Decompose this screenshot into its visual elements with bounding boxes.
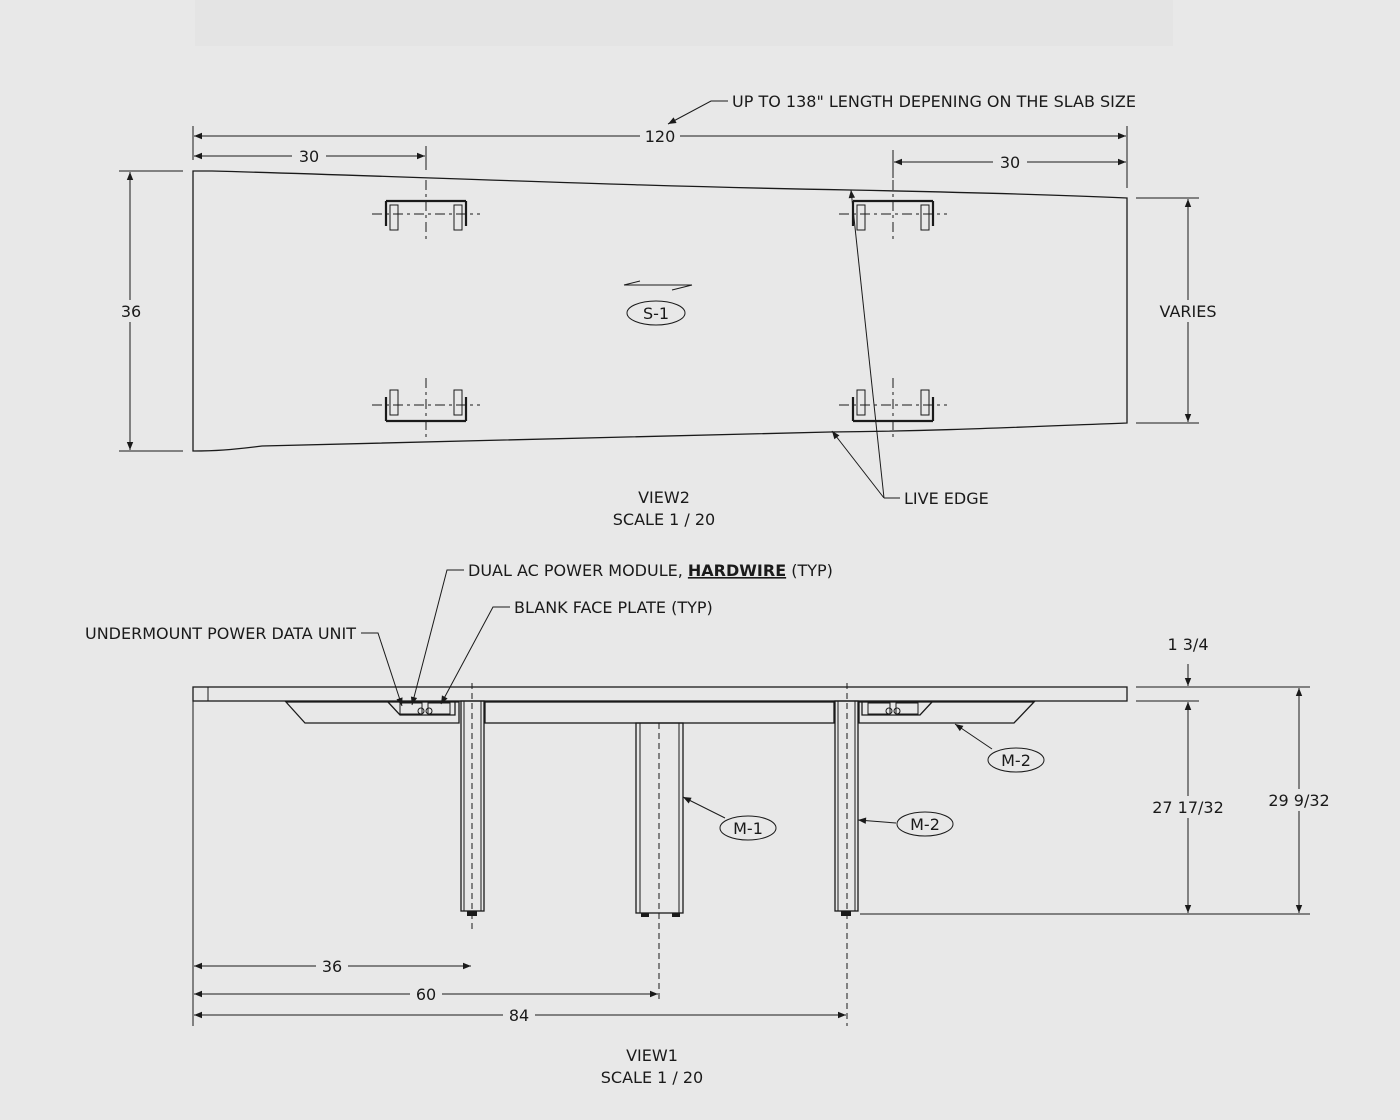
- tag-s1-label: S-1: [643, 304, 669, 323]
- view2-scale: SCALE 1 / 20: [613, 510, 715, 529]
- hardwire-emphasis: HARDWIRE: [688, 561, 786, 580]
- leg-left: [460, 683, 485, 930]
- dual-ac-leader: [410, 569, 464, 706]
- tag-s1-bubble: [626, 300, 686, 326]
- length-note-text: UP TO 138" LENGTH DEPENING ON THE SLAB S…: [732, 92, 1136, 111]
- dim-120-label: 120: [645, 127, 676, 146]
- dim-overall-height-label: 29 9/32: [1268, 791, 1329, 810]
- left-rail: [284, 701, 460, 724]
- leg-center: [635, 722, 684, 1000]
- view2-title: VIEW2: [638, 488, 690, 507]
- dim-36-label: 36: [121, 302, 141, 321]
- length-note-leader: [667, 100, 728, 125]
- center-rail: [484, 701, 835, 724]
- tag-m2-leg-bubble: [896, 811, 954, 837]
- right-rail: [858, 701, 1036, 724]
- leg-right: [834, 683, 859, 1026]
- blank-face-leader: [440, 606, 510, 705]
- dual-ac-label: DUAL AC POWER MODULE, HARDWIRE (TYP): [468, 561, 833, 580]
- view1-title: VIEW1: [626, 1046, 678, 1065]
- leg-bracket-bottom-right: [839, 378, 947, 440]
- dim-1-3-4-label: 1 3/4: [1167, 635, 1208, 654]
- grain-arrow-icon: [623, 280, 693, 291]
- undermount-leader: [361, 632, 403, 707]
- view1-elevation: DUAL AC POWER MODULE, HARDWIRE (TYP) BLA…: [85, 561, 1334, 1087]
- dim-60-label: 60: [416, 985, 436, 1004]
- leg-bracket-bottom-left: [372, 378, 480, 440]
- tabletop-section: [192, 686, 1128, 702]
- dim-84-label: 84: [509, 1006, 529, 1025]
- tag-m2-rail-label: M-2: [1001, 751, 1031, 770]
- blank-face-label: BLANK FACE PLATE (TYP): [514, 598, 713, 617]
- live-edge-leader: [831, 189, 900, 499]
- dim-30-left-label: 30: [299, 147, 319, 166]
- dim-30-right-label: 30: [1000, 153, 1020, 172]
- dim-36-bottom-label: 36: [322, 957, 342, 976]
- dim-varies-label: VARIES: [1160, 302, 1217, 321]
- tag-m1-label: M-1: [733, 819, 763, 838]
- live-edge-label: LIVE EDGE: [904, 489, 989, 508]
- tag-m1-bubble: [719, 815, 777, 841]
- dim-leg-height-label: 27 17/32: [1152, 798, 1224, 817]
- view1-scale: SCALE 1 / 20: [601, 1068, 703, 1087]
- view2-plan: UP TO 138" LENGTH DEPENING ON THE SLAB S…: [116, 92, 1220, 529]
- tag-m2-leg-label: M-2: [910, 815, 940, 834]
- undermount-label: UNDERMOUNT POWER DATA UNIT: [85, 624, 356, 643]
- header-band: [195, 0, 1173, 46]
- tag-m2-rail-bubble: [987, 747, 1045, 773]
- leg-bracket-top-left: [372, 180, 480, 243]
